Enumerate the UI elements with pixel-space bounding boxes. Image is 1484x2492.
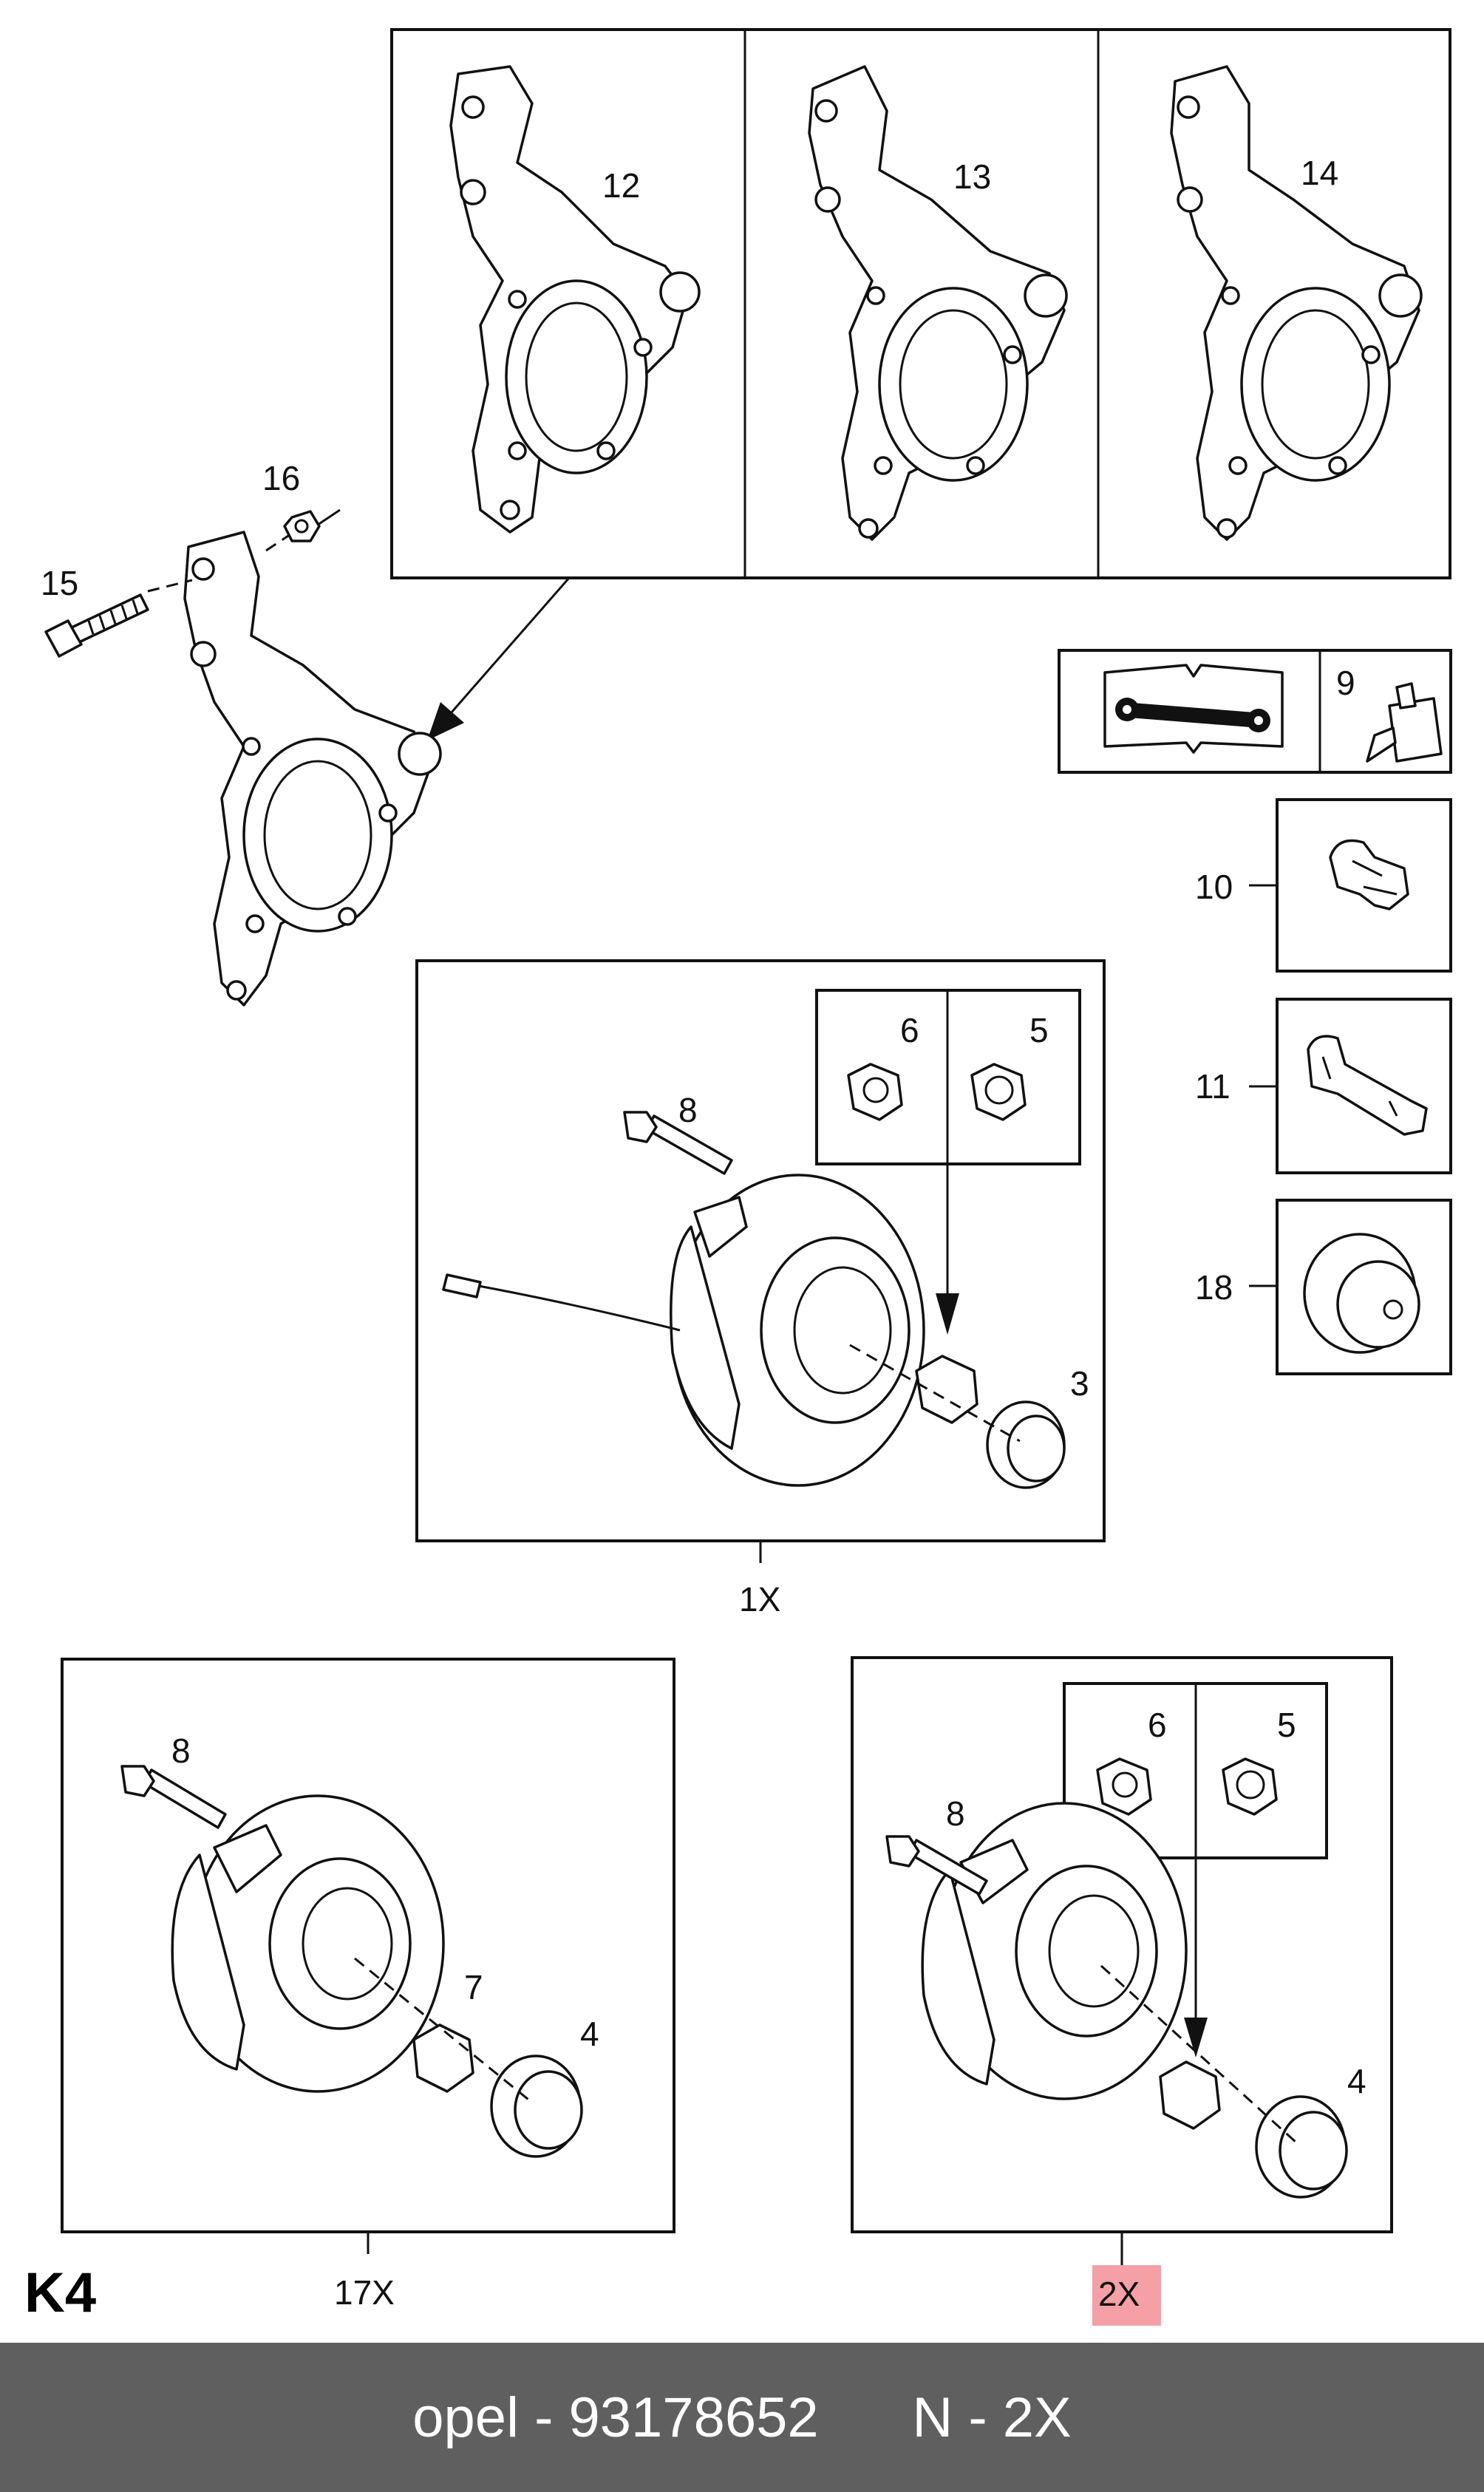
quantity-highlight bbox=[1092, 2265, 1161, 2326]
nut-16 bbox=[265, 508, 341, 552]
callout-9: 9 bbox=[1336, 664, 1355, 702]
callout-6-center: 6 bbox=[900, 1011, 919, 1049]
footer-bar: opel - 93178652 N - 2X bbox=[0, 2343, 1484, 2492]
knuckle-pointer-arrow bbox=[427, 577, 571, 741]
footer-note: N - 2X bbox=[912, 2386, 1072, 2449]
hub-cap-4-right bbox=[1255, 2095, 1348, 2199]
hub-bolt-8-left bbox=[120, 1765, 227, 1829]
steering-knuckle-14 bbox=[1170, 65, 1423, 541]
abs-sensor-cable bbox=[442, 1273, 681, 1332]
callout-10: 10 bbox=[1195, 868, 1233, 906]
qty-left: 17X bbox=[334, 2273, 395, 2312]
nut-5-center bbox=[970, 1063, 1027, 1121]
callout-11: 11 bbox=[1195, 1067, 1231, 1106]
parts-box-10 bbox=[1249, 798, 1452, 973]
footer-part-number: opel - 93178652 bbox=[412, 2386, 819, 2449]
repair-manual-panel bbox=[1058, 649, 1452, 774]
main-steering-knuckle bbox=[183, 531, 442, 1007]
wheel-bearing-hub-center bbox=[670, 1174, 925, 1487]
nut-6-right bbox=[1096, 1757, 1152, 1816]
wheel-bearing-hub-left bbox=[171, 1794, 445, 2093]
callout-3-center: 3 bbox=[1070, 1364, 1089, 1403]
callout-18: 18 bbox=[1195, 1268, 1233, 1307]
hub-bolt-8-right bbox=[885, 1835, 988, 1896]
qty-right: 2X bbox=[1098, 2275, 1140, 2313]
steering-knuckle-13 bbox=[808, 65, 1068, 541]
callout-14: 14 bbox=[1301, 154, 1338, 192]
axle-nut-center bbox=[915, 1355, 978, 1424]
footer-spacer bbox=[819, 2386, 913, 2450]
adhesive-tube-icon bbox=[1366, 682, 1443, 763]
parts-box-11 bbox=[1249, 998, 1452, 1174]
callout-8-right: 8 bbox=[946, 1794, 965, 1833]
section-label: K4 bbox=[24, 2261, 96, 2324]
callout-5-center: 5 bbox=[1029, 1011, 1049, 1049]
nut-6-center bbox=[847, 1063, 903, 1121]
callout-16: 16 bbox=[262, 459, 300, 497]
callout-6-right: 6 bbox=[1148, 1706, 1167, 1744]
callout-4-right: 4 bbox=[1347, 2062, 1366, 2100]
hub-cap-4-left bbox=[490, 2054, 583, 2158]
axle-nut-right bbox=[1159, 2060, 1221, 2130]
parts-diagram: 12 13 14 16 15 bbox=[24, 28, 1452, 2326]
hub-assembly-right-panel bbox=[851, 1656, 1393, 2233]
axle-nut-7 bbox=[412, 2023, 474, 2093]
callout-15: 15 bbox=[41, 564, 78, 602]
callout-7-left: 7 bbox=[464, 1968, 483, 2006]
hub-assembly-left-panel bbox=[61, 1658, 675, 2233]
knuckle-variants-panel bbox=[390, 28, 1451, 579]
nut-5-right bbox=[1222, 1757, 1278, 1816]
hub-cap-3 bbox=[986, 1400, 1066, 1489]
hub-bolt-8-center bbox=[623, 1111, 733, 1175]
hub-assembly-center-panel bbox=[415, 959, 1106, 1542]
parts-box-18 bbox=[1249, 1199, 1452, 1375]
repair-manual-icon bbox=[1103, 664, 1284, 754]
callout-12: 12 bbox=[602, 166, 640, 205]
qty-center: 1X bbox=[739, 1580, 780, 1618]
callout-5-right: 5 bbox=[1277, 1706, 1296, 1744]
wheel-bearing-hub-right bbox=[921, 1802, 1188, 2100]
callout-13: 13 bbox=[953, 157, 991, 196]
steering-knuckle-12 bbox=[449, 65, 701, 534]
callout-8-left: 8 bbox=[171, 1732, 191, 1770]
callout-4-left: 4 bbox=[580, 2015, 599, 2053]
bolt-15 bbox=[44, 579, 193, 658]
callout-8-center: 8 bbox=[678, 1091, 698, 1129]
